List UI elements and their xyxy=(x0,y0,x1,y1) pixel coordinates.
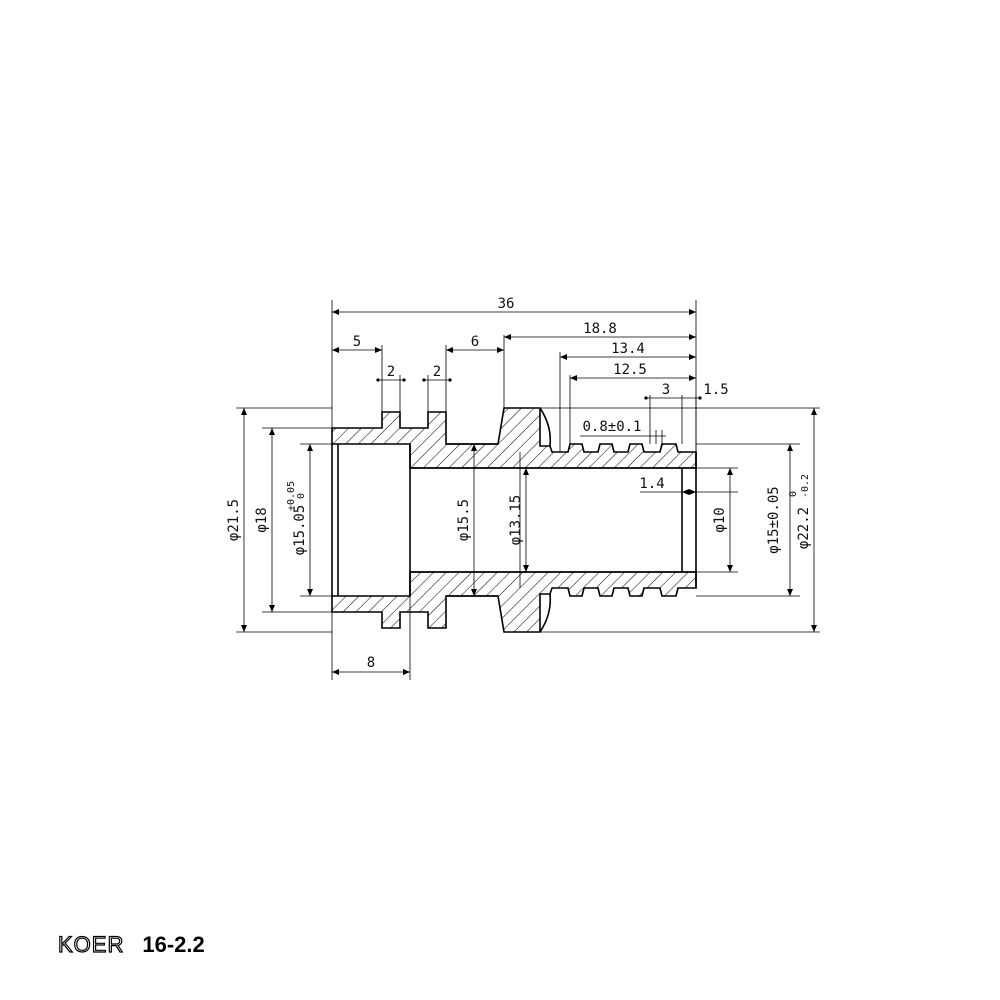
dim-6: 6 xyxy=(471,334,479,350)
part-section-upper xyxy=(331,407,697,469)
dim-5: 5 xyxy=(353,334,361,350)
dim-dia-15-05-tol-upper: +0.05 xyxy=(286,481,297,511)
dim-dia-22-2: φ22.2 xyxy=(796,507,812,549)
dim-12-5: 12.5 xyxy=(613,362,647,378)
dim-2a: 2 xyxy=(387,364,395,380)
extension-lines xyxy=(236,300,820,680)
brand-block: KOER 16-2.2 xyxy=(57,931,205,958)
dimension-labels: 36 5 2 2 6 18.8 13.4 12.5 3 1.5 0.8±0.1 … xyxy=(226,296,812,671)
dim-3: 3 xyxy=(662,382,670,398)
brand-logo: KOER xyxy=(57,931,125,957)
dimension-lines xyxy=(241,309,817,675)
dim-0-8: 0.8±0.1 xyxy=(582,419,641,435)
dim-dia-15: φ15±0.05 xyxy=(766,486,782,553)
dim-1-5: 1.5 xyxy=(703,382,728,398)
dim-13-4: 13.4 xyxy=(611,341,645,357)
dim-1-4: 1.4 xyxy=(639,476,664,492)
dim-dia-15-5: φ15.5 xyxy=(456,499,472,541)
dim-dia-18: φ18 xyxy=(254,507,270,532)
dim-overall-length: 36 xyxy=(498,296,515,312)
model-number: 16-2.2 xyxy=(142,932,205,957)
dim-dia-15-05-tol-lower: 0 xyxy=(296,493,307,499)
dim-dia-10: φ10 xyxy=(712,507,728,532)
dim-dia-21-5: φ21.5 xyxy=(226,499,242,541)
dim-8: 8 xyxy=(367,655,375,671)
dim-2b: 2 xyxy=(433,364,441,380)
dim-dia-13-15: φ13.15 xyxy=(508,495,524,546)
dim-dia-15-05: φ15.05 xyxy=(292,505,308,556)
part-section-lower xyxy=(331,571,697,633)
dim-18-8: 18.8 xyxy=(583,321,617,337)
dim-dia-22-2-tol-upper: 0 xyxy=(788,491,799,497)
dim-dia-22-2-tol-lower: -0.2 xyxy=(800,474,811,498)
bore-outline xyxy=(331,443,697,597)
